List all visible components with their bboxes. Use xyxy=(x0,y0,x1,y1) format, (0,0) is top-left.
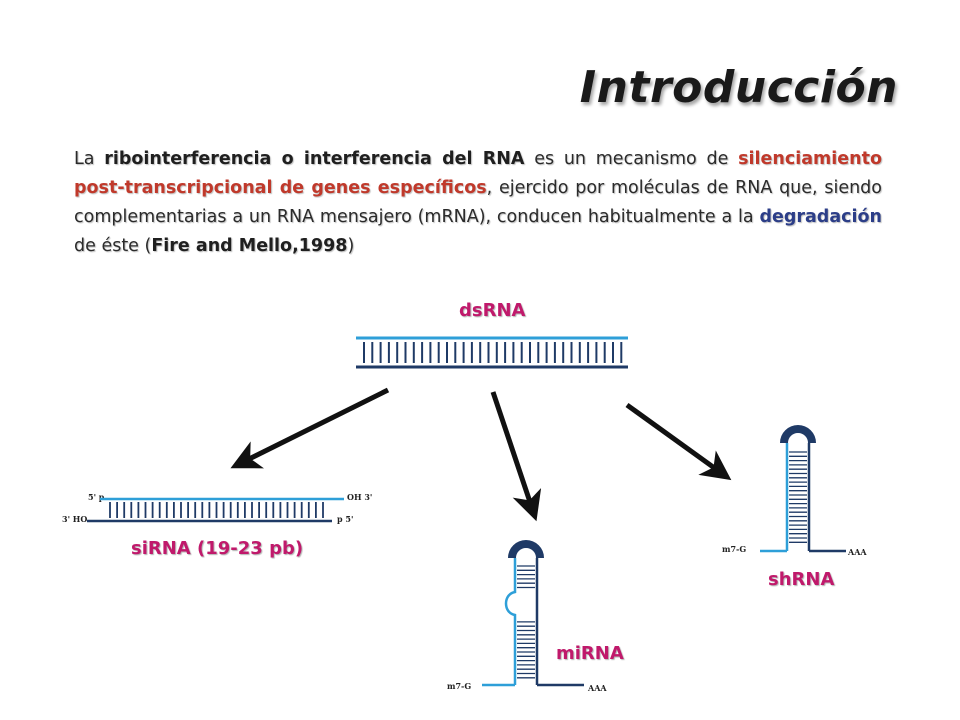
shrna-hairpin xyxy=(760,425,846,553)
dsrna-base-pairs xyxy=(363,342,623,363)
sirna-oh3-label: OH 3' xyxy=(347,492,373,502)
sirna-p5-label: p 5' xyxy=(337,514,354,524)
para-term-silencing: silenciamiento post-transcripcional de g… xyxy=(74,149,882,198)
arrow-to-sirna xyxy=(230,387,390,469)
mirna-base-pairs xyxy=(517,565,535,679)
sirna-5p-label: 5' p xyxy=(88,492,105,502)
sirna-base-pairs xyxy=(109,502,324,518)
mirna-aaa-label: AAA xyxy=(588,683,607,693)
para-text-5: ) xyxy=(347,236,355,256)
para-term-degradation: degradación xyxy=(759,207,882,227)
arrow-to-mirna xyxy=(490,391,542,522)
para-term-rnai: ribointerferencia o interferencia del RN… xyxy=(104,149,525,169)
para-text-4: de éste ( xyxy=(74,236,152,256)
para-text-3: , ejercido por moléculas de RNA que, sie… xyxy=(74,178,882,227)
arrow-to-shrna xyxy=(625,402,732,481)
dsrna-label: dsRNA xyxy=(459,300,526,321)
para-text-2: es un mecanismo de xyxy=(524,149,739,169)
shrna-label: shRNA xyxy=(768,569,835,590)
sirna-3ho-label: 3' HO xyxy=(62,514,88,524)
sirna-label: siRNA (19-23 pb) xyxy=(131,538,304,559)
mirna-hairpin xyxy=(482,540,584,687)
sirna-duplex xyxy=(87,497,344,523)
mirna-left-strand xyxy=(504,558,517,685)
shrna-loop xyxy=(780,425,816,444)
para-citation: Fire and Mello,1998 xyxy=(151,236,348,256)
shrna-base-pairs xyxy=(789,451,807,543)
para-text-1: La xyxy=(74,149,105,169)
mirna-loop xyxy=(508,540,544,559)
mirna-label: miRNA xyxy=(556,643,624,664)
shrna-m7g-label: m7-G xyxy=(722,544,747,554)
shrna-aaa-label: AAA xyxy=(848,547,867,557)
intro-paragraph: La ribointerferencia o interferencia del… xyxy=(74,145,882,261)
mirna-m7g-label: m7-G xyxy=(447,681,472,691)
dsrna-duplex xyxy=(356,336,628,369)
slide-title: Introducción xyxy=(579,62,898,113)
